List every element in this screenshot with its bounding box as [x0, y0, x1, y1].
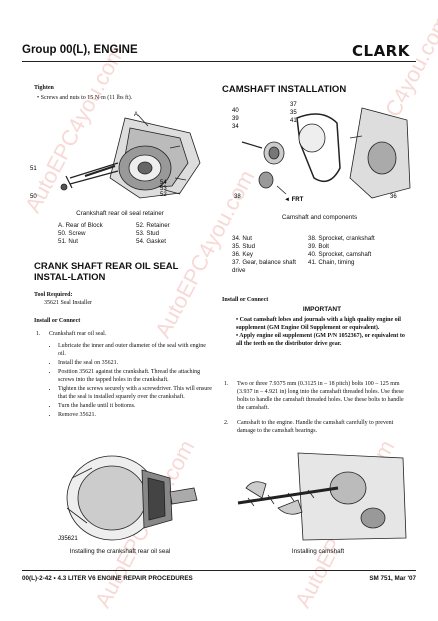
step-bullet: Tighten the screws securely with a screw…	[58, 385, 212, 401]
legend-item: 51. Nut	[58, 238, 78, 245]
legend-item: 50. Screw	[58, 230, 86, 237]
legend-item: 53. Stud	[136, 230, 160, 237]
left-step-1: 1. Crankshaft rear oil seal. Lubricate t…	[36, 330, 212, 420]
figure3-callout-39: 39	[232, 116, 239, 122]
figure3-caption: Camshaft and components	[281, 214, 358, 221]
figure2-tool-label: J35621	[58, 536, 78, 542]
legend-item: 52. Retainer	[136, 222, 170, 229]
step-number: 2.	[224, 420, 229, 426]
step-bullet: Remove 35621.	[58, 411, 212, 419]
step-number: 1.	[36, 331, 41, 337]
rear-seal-section-heading: CRANK SHAFT REAR OIL SEAL INSTAL-LATION	[34, 261, 179, 283]
figure3-callout-frt: ◄ FRT	[284, 197, 304, 203]
clark-logo: CLARK	[352, 42, 410, 60]
figure1-callout-50: 50	[30, 194, 37, 200]
important-bullet: • Coat camshaft lobes and journals with …	[236, 317, 401, 331]
tighten-heading: Tighten	[34, 85, 54, 91]
important-note: IMPORTANT • Coat camshaft lobes and jour…	[236, 306, 408, 348]
legend-item: 38. Sprocket, crankshaft	[308, 235, 375, 242]
footer-left: 00(L)-2-42 • 4.3 LITER V6 ENGINE REPAIR …	[22, 575, 193, 582]
step-text: Crankshaft rear oil seal.	[49, 331, 107, 337]
figure-rear-seal-retainer: A 51 50 54 53 52	[30, 112, 201, 200]
figure1-callout-a: A	[134, 112, 138, 118]
important-bullet: • Apply engine oil supplement (GM P/N 10…	[236, 333, 405, 347]
camshaft-step: 1. Two or three 7.9375 mm (0.3125 in – 1…	[224, 380, 410, 412]
page-header-title: Group 00(L), ENGINE	[22, 44, 138, 56]
figure-installing-camshaft	[237, 452, 407, 541]
figure3-callout-41: 41	[290, 118, 297, 124]
figure1-callout-54: 54	[160, 180, 167, 186]
step-text: Camshaft to the engine. Handle the camsh…	[237, 420, 394, 434]
footer-right: SM 751, Mar '07	[369, 575, 416, 582]
figure3-callout-34: 34	[232, 124, 239, 130]
legend-item: 41. Chain, timing	[308, 259, 355, 266]
step-number: 1.	[224, 381, 229, 387]
figure3-callout-37: 37	[290, 102, 297, 108]
legend-item: 40. Sprocket, camshaft	[308, 251, 372, 258]
legend-item: 39. Bolt	[308, 243, 329, 250]
step-bullet: Install the seal on 35621.	[58, 359, 212, 367]
tighten-bullet-text: Screws and nuts to 15 N·m (11 lbs ft).	[40, 95, 133, 101]
left-install-heading: Install or Connect	[34, 318, 81, 324]
legend-item: 54. Gasket	[136, 238, 166, 245]
figure2-caption: Installing the crankshaft rear oil seal	[69, 548, 171, 555]
step-text: Two or three 7.9375 mm (0.3125 in – 18 p…	[237, 381, 404, 411]
step-bullet: Position 35621 against the crankshaft. T…	[58, 368, 212, 384]
legend-item: 35. Stud	[232, 243, 256, 250]
tighten-bullet: • Screws and nuts to 15 N·m (11 lbs ft).	[37, 95, 133, 101]
tool-required-label: Tool Required:	[34, 292, 73, 298]
figure3-callout-36: 36	[390, 194, 397, 200]
legend-item: A. Rear of Block	[58, 222, 103, 229]
figure1-caption: Crankshaft rear oil seal retainer	[76, 210, 164, 217]
right-install-heading: Install or Connect	[222, 297, 269, 303]
legend-item: 34. Nut	[232, 235, 252, 242]
camshaft-steps: 1. Two or three 7.9375 mm (0.3125 in – 1…	[224, 380, 410, 435]
figure1-callout-51: 51	[30, 166, 37, 172]
important-title: IMPORTANT	[302, 306, 342, 313]
camshaft-step: 2. Camshaft to the engine. Handle the ca…	[224, 419, 410, 435]
figure3-legend: 34. Nut 38. Sprocket, crankshaft 35. Stu…	[232, 235, 410, 275]
figure3-callout-38: 38	[234, 194, 241, 200]
figure3-callout-40: 40	[232, 108, 239, 114]
figure4-caption: Installing camshaft	[291, 548, 345, 555]
figure1-callout-52: 52	[160, 192, 167, 198]
tool-required-item: 35621 Seal Installer	[44, 300, 92, 306]
step-bullet: Lubricate the inner and outer diameter o…	[58, 342, 212, 358]
footer-rule	[22, 570, 416, 571]
figure-camshaft-components: 40 39 34 37 35 41 38 36 ◄ FRT	[232, 102, 411, 203]
legend-item: 36. Key	[232, 251, 253, 258]
figure1-legend: A. Rear of Block 52. Retainer 50. Screw …	[58, 222, 208, 246]
figure1-callout-53: 53	[160, 186, 167, 192]
header-rule	[22, 61, 416, 62]
legend-item: 37. Gear, balance shaft drive	[232, 259, 296, 274]
figure-seal-installer: J35621	[58, 455, 198, 542]
figure3-callout-35: 35	[290, 110, 297, 116]
step-bullet: Turn the handle until it bottoms.	[58, 402, 212, 410]
camshaft-installation-heading: CAMSHAFT INSTALLATION	[222, 84, 347, 95]
